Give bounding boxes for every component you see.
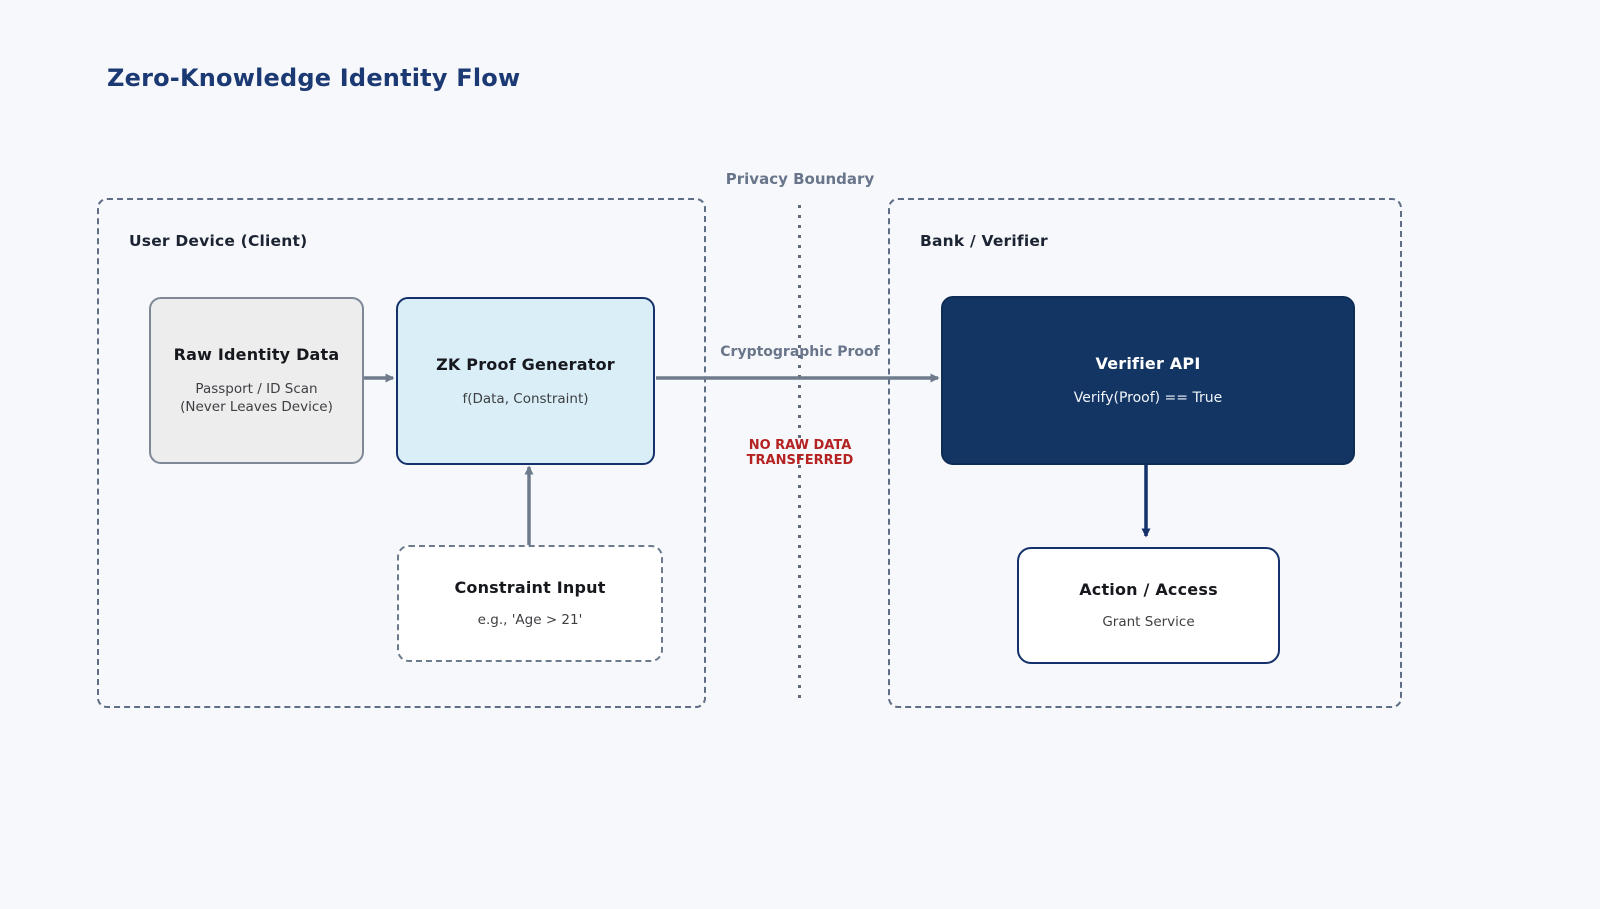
verifier-container: Bank / Verifier Verifier API Verify(Proo… (888, 198, 1402, 708)
raw-identity-subtitle-line1: Passport / ID Scan (195, 381, 318, 397)
action-access-title: Action / Access (1079, 580, 1218, 599)
raw-identity-subtitle: Passport / ID Scan (Never Leaves Device) (180, 380, 333, 416)
client-container: User Device (Client) Raw Identity Data P… (97, 198, 706, 708)
page-title: Zero-Knowledge Identity Flow (107, 64, 521, 92)
node-zk-proof-generator: ZK Proof Generator f(Data, Constraint) (396, 297, 655, 465)
node-constraint-input: Constraint Input e.g., 'Age > 21' (397, 545, 663, 662)
zk-generator-title: ZK Proof Generator (436, 354, 615, 374)
no-raw-data-line1: NO RAW DATA (748, 438, 852, 453)
constraint-input-title: Constraint Input (454, 578, 606, 597)
node-verifier-api: Verifier API Verify(Proof) == True (941, 296, 1355, 465)
constraint-input-subtitle: e.g., 'Age > 21' (477, 612, 583, 628)
verifier-container-label: Bank / Verifier (920, 232, 1048, 250)
verifier-api-title: Verifier API (1095, 354, 1201, 373)
privacy-boundary-divider (798, 205, 801, 700)
node-action-access: Action / Access Grant Service (1017, 547, 1280, 664)
cryptographic-proof-label: Cryptographic Proof (720, 344, 880, 360)
node-raw-identity: Raw Identity Data Passport / ID Scan (Ne… (149, 297, 364, 464)
client-container-label: User Device (Client) (129, 232, 308, 250)
action-access-subtitle: Grant Service (1102, 614, 1195, 630)
raw-identity-subtitle-line2: (Never Leaves Device) (180, 399, 333, 415)
no-raw-data-label: NO RAW DATA TRANSFERRED (747, 438, 854, 468)
zk-generator-subtitle: f(Data, Constraint) (462, 390, 589, 407)
raw-identity-title: Raw Identity Data (173, 345, 340, 364)
privacy-boundary-label: Privacy Boundary (725, 170, 875, 188)
verifier-api-subtitle: Verify(Proof) == True (1073, 390, 1223, 406)
no-raw-data-line2: TRANSFERRED (746, 453, 854, 468)
